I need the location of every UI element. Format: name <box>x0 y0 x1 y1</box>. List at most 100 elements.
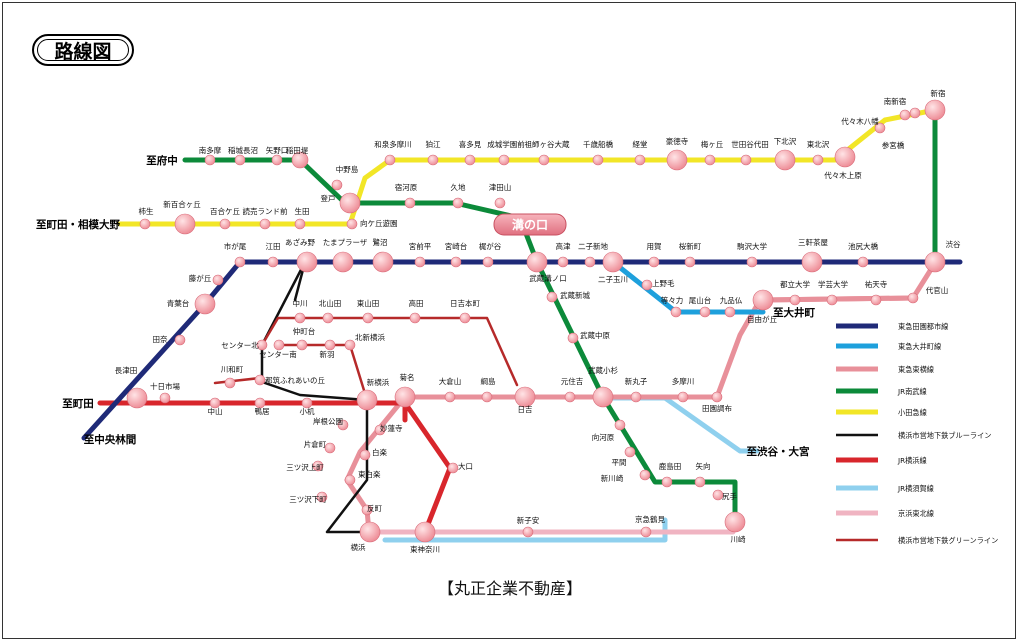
station-label-92: 綱島 <box>481 376 496 386</box>
station-94 <box>564 391 576 403</box>
station-83 <box>356 389 378 411</box>
station-label-85: 都筑ふれあいの丘 <box>265 375 325 385</box>
station-label-75: 東山田 <box>357 298 380 308</box>
station-label-24: 柿生 <box>139 206 154 216</box>
station-29 <box>404 197 416 209</box>
station-label-86: 十日市場 <box>150 381 180 391</box>
footer-company: 【丸正企業不動産】 <box>437 579 582 598</box>
station-67 <box>724 306 736 318</box>
station-92 <box>481 391 493 403</box>
station-label-98: 岸根公園 <box>313 416 343 426</box>
station-label-91: 大倉山 <box>439 376 462 386</box>
station-86 <box>159 392 171 404</box>
station-label-95: 新丸子 <box>625 376 648 386</box>
legend-label-odakyu: 小田急線 <box>898 408 927 417</box>
station-41 <box>584 256 596 268</box>
station-label-77: 日吉本町 <box>450 298 480 308</box>
station-label-21: 参宮橋 <box>882 140 905 150</box>
station-52 <box>126 387 148 409</box>
station-label-26: 百合ケ丘 <box>210 206 240 216</box>
legend-label-denentoshi: 東急田園都市線 <box>898 322 948 331</box>
station-label-105: 反町 <box>367 503 382 513</box>
station-label-101: 白楽 <box>372 447 387 457</box>
station-88 <box>254 397 266 409</box>
station-label-17: 下北沢 <box>774 137 797 146</box>
station-64 <box>641 279 653 291</box>
station-label-94: 元住吉 <box>561 376 584 386</box>
station-63 <box>724 511 746 533</box>
station-label-23: 新宿 <box>931 88 946 98</box>
station-19 <box>834 146 856 168</box>
station-label-89: 小机 <box>300 406 315 416</box>
station-47 <box>857 256 869 268</box>
station-label-41: 二子新地 <box>578 241 608 251</box>
station-5 <box>339 192 361 214</box>
station-label-39: 梶が谷 <box>479 241 502 251</box>
hub-badge-shape <box>493 213 567 236</box>
station-79 <box>273 339 285 351</box>
station-label-22: 南新宿 <box>884 96 907 106</box>
station-43 <box>648 256 660 268</box>
station-89 <box>301 397 313 409</box>
station-72 <box>907 292 919 304</box>
station-96 <box>677 391 689 403</box>
station-38 <box>450 256 462 268</box>
station-27 <box>259 218 271 230</box>
station-74 <box>322 312 334 324</box>
station-label-59: 新川崎 <box>601 473 624 483</box>
station-46 <box>801 251 823 273</box>
station-label-64: 上野毛 <box>652 278 675 288</box>
station-label-74: 北山田 <box>319 298 342 308</box>
direction-label-2: 至町田 <box>62 398 94 410</box>
station-50 <box>194 293 216 315</box>
station-87 <box>209 397 221 409</box>
station-31 <box>494 197 506 209</box>
station-label-49: 藤が丘 <box>189 273 212 283</box>
station-label-93: 日吉 <box>518 405 533 414</box>
station-25 <box>174 213 196 235</box>
station-label-63: 川崎 <box>731 534 746 544</box>
station-label-53: 武蔵溝ノ口 <box>529 273 567 283</box>
station-label-103: 三ツ沢上町 <box>286 463 324 472</box>
station-label-68: 自由が丘 <box>747 314 777 324</box>
station-label-3: 稲田堤 <box>286 145 309 155</box>
station-20 <box>874 122 886 134</box>
station-30 <box>452 197 464 209</box>
line-denentoshi-12 <box>81 259 963 441</box>
station-label-71: 祐天寺 <box>865 279 888 289</box>
station-26 <box>219 218 231 230</box>
station-71 <box>870 294 882 306</box>
legend-label-green: 横浜市営地下鉄グリーンライン <box>898 536 998 545</box>
station-84 <box>224 377 236 389</box>
station-label-52: 長津田 <box>115 366 138 375</box>
station-label-54: 武蔵新城 <box>560 290 590 300</box>
station-90 <box>394 386 416 408</box>
legend: 東急田園都市線東急大井町線東急東横線JR南武線小田急線横浜市営地下鉄ブルーライン… <box>836 322 998 545</box>
station-91 <box>444 391 456 403</box>
station-103 <box>312 460 324 472</box>
line-toyoko-14 <box>760 295 916 303</box>
station-37 <box>414 256 426 268</box>
station-label-61: 矢向 <box>696 461 711 471</box>
station-97 <box>711 391 723 403</box>
station-label-82: 北新横浜 <box>355 332 385 342</box>
station-110 <box>640 526 652 538</box>
station-16 <box>740 154 752 166</box>
station-label-29: 宿河原 <box>395 182 418 192</box>
station-21 <box>899 109 911 121</box>
station-label-25: 新百合ヶ丘 <box>163 199 201 209</box>
station-label-57: 向河原 <box>592 432 615 442</box>
station-10 <box>498 154 510 166</box>
station-49 <box>212 274 224 286</box>
station-51 <box>174 334 186 346</box>
stations <box>126 99 946 543</box>
station-22 <box>909 107 921 119</box>
station-label-47: 池尻大橋 <box>848 241 878 251</box>
direction-label-1: 至町田・相模大野 <box>36 218 120 231</box>
station-label-45: 駒沢大学 <box>737 241 767 251</box>
station-label-83: 新横浜 <box>367 377 390 387</box>
legend-label-nambu: JR南武線 <box>897 387 927 396</box>
station-label-5: 登戸 <box>321 193 336 203</box>
